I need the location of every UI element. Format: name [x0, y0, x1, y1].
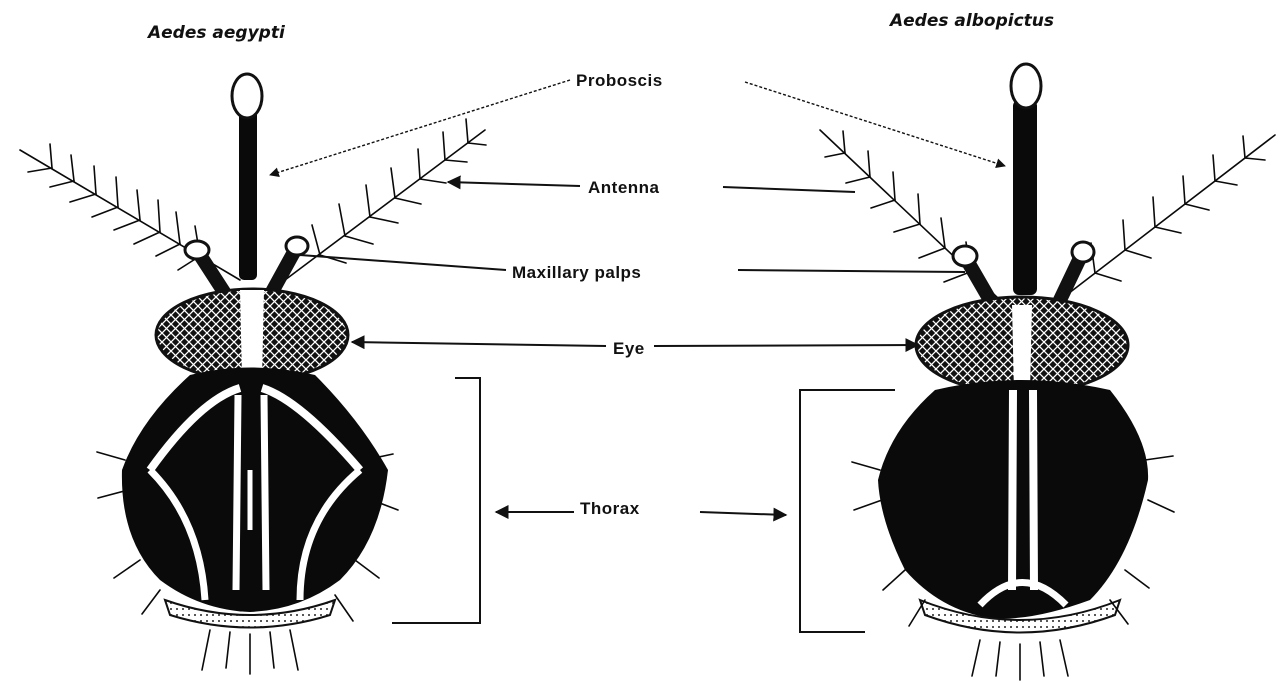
- thorax-right: [852, 380, 1174, 680]
- label-antenna: Antenna: [588, 178, 660, 197]
- label-proboscis: Proboscis: [576, 71, 663, 90]
- proboscis-tip-left: [232, 74, 262, 118]
- label-maxillary-palps: Maxillary palps: [512, 263, 641, 282]
- leader-thorax: [496, 512, 786, 515]
- thorax-bracket-left: [392, 378, 480, 623]
- proboscis-right: [1013, 100, 1037, 295]
- species-title-right: Aedes albopictus: [888, 11, 1054, 31]
- label-eye: Eye: [613, 339, 645, 358]
- mosquito-right-illustration: [820, 64, 1275, 680]
- species-title-left: Aedes aegypti: [146, 23, 286, 43]
- thorax-bracket-right: [800, 390, 895, 632]
- proboscis-tip-right: [1011, 64, 1041, 108]
- proboscis-left: [239, 108, 257, 280]
- label-thorax: Thorax: [580, 499, 640, 518]
- leader-proboscis: [270, 80, 1005, 175]
- antenna-right-b: [1060, 135, 1275, 300]
- mosquito-left-illustration: [20, 74, 486, 674]
- thorax-left: [97, 368, 398, 675]
